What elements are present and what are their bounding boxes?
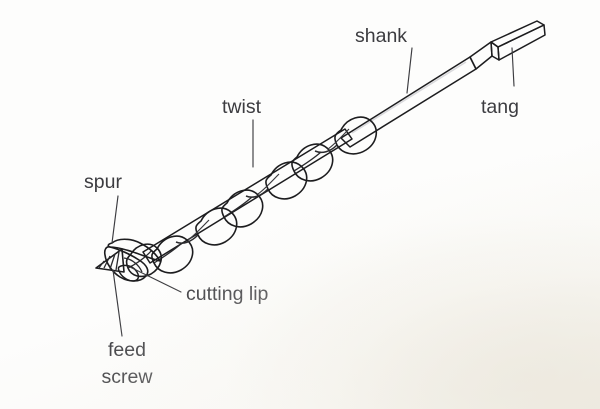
label-twist: twist	[222, 96, 262, 118]
leader-feed-screw	[112, 269, 123, 337]
label-cutting-lip: cutting lip	[186, 283, 269, 305]
auger-bit-drawing	[95, 20, 546, 282]
label-shank: shank	[355, 25, 407, 47]
tang-part	[469, 20, 546, 70]
label-spur: spur	[84, 171, 122, 193]
label-tang: tang	[481, 96, 519, 118]
helix-turn-3	[151, 207, 238, 274]
label-feed-screw-line1: feed	[108, 339, 146, 361]
leader-spur	[111, 195, 119, 244]
helix-turn-2	[221, 161, 308, 228]
twist-part	[125, 116, 378, 278]
label-feed-screw-line2: screw	[102, 366, 154, 388]
shank-part	[340, 56, 477, 148]
leader-tang	[511, 47, 515, 87]
leader-shank	[406, 47, 413, 94]
leader-lines	[111, 47, 515, 337]
leader-cutting-lip	[129, 266, 182, 293]
helix-turn-1	[291, 116, 378, 182]
feed-screw-part	[95, 248, 125, 273]
labels: shank tang twist spur cutting lip feed s…	[84, 25, 519, 388]
